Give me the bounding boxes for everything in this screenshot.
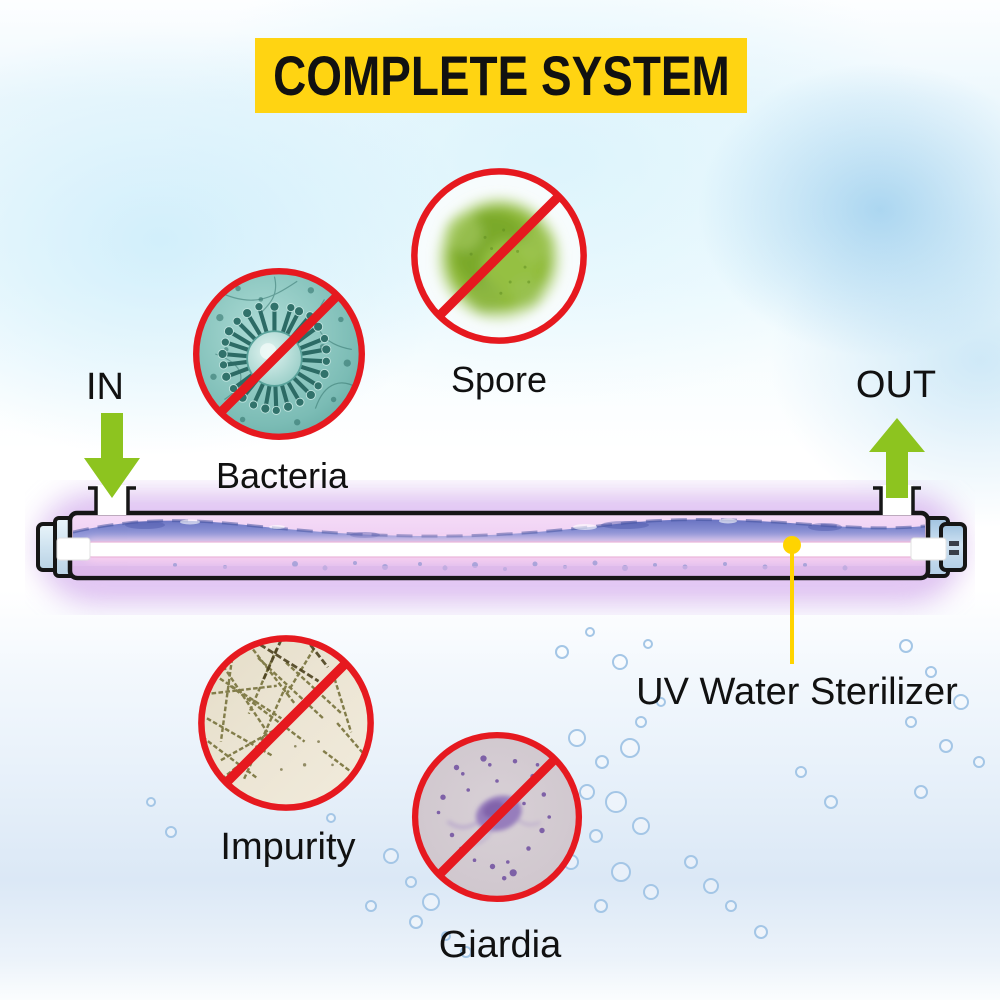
in-label: IN	[86, 366, 124, 408]
giardia-vignette	[407, 727, 587, 907]
spore-label: Spore	[450, 359, 548, 400]
no-impurity-icon	[198, 635, 374, 811]
out-arrow-icon	[869, 418, 925, 498]
water-bubbles	[146, 627, 985, 958]
callout-line	[790, 549, 794, 664]
in-arrow-icon	[84, 413, 140, 498]
giardia-label: Giardia	[438, 924, 562, 966]
banner-title: COMPLETE SYSTEM	[272, 44, 730, 107]
uv-sterilizer-tube	[36, 485, 967, 604]
no-spore-icon	[411, 168, 587, 344]
callout-dot	[783, 536, 801, 554]
out-label: OUT	[855, 364, 937, 406]
spore-vignette	[406, 163, 592, 349]
lamp-socket-left	[56, 537, 91, 561]
no-giardia-icon	[411, 731, 583, 903]
bacteria-vignette	[188, 263, 370, 445]
impurity-vignette	[193, 630, 379, 816]
lamp-socket-right	[910, 537, 959, 561]
uv-lamp	[84, 541, 925, 558]
impurity-label: Impurity	[220, 826, 356, 868]
bacteria-label: Bacteria	[215, 455, 349, 496]
complete-system-banner: COMPLETE SYSTEM	[255, 38, 747, 113]
uv-water-sterilizer-label: UV Water Sterilizer	[636, 671, 958, 713]
no-bacteria-icon	[193, 268, 365, 440]
